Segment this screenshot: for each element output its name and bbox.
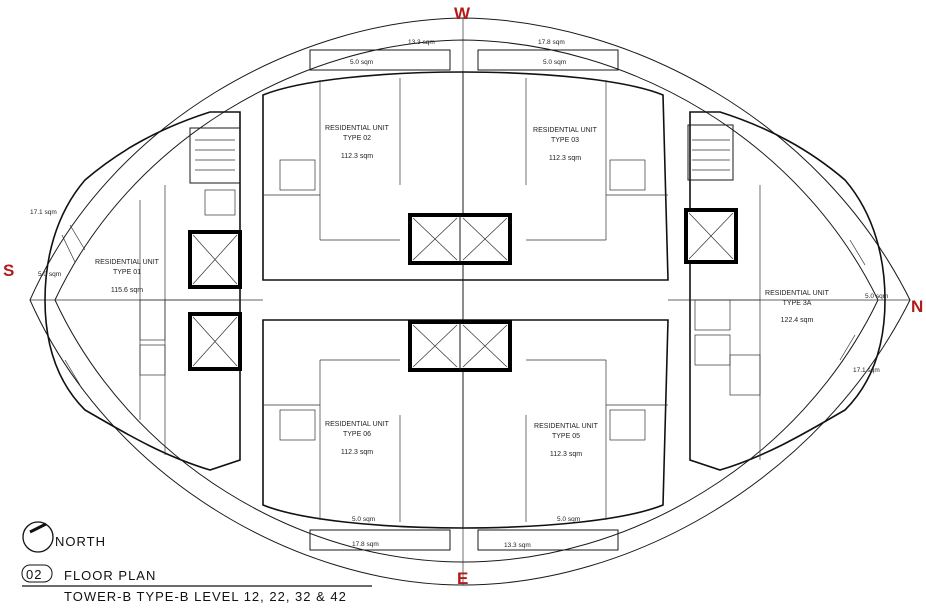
drawing-title: FLOOR PLAN	[64, 568, 156, 583]
balcony-area-east-inner: 5.0 sqm	[865, 293, 888, 300]
north-arrow-pointer	[29, 522, 47, 534]
compass-north: N	[911, 297, 923, 316]
unit-label-type-05: RESIDENTIAL UNIT TYPE 05 112.3 sqm	[534, 423, 599, 458]
balcony-labels: 13.3 sqm 5.0 sqm 17.8 sqm 5.0 sqm 5.0 sq…	[30, 39, 888, 549]
unit-area: 112.3 sqm	[341, 153, 373, 160]
west-wing	[44, 111, 241, 471]
unit-type: TYPE 01	[113, 269, 141, 276]
compass-east: E	[457, 569, 468, 588]
balcony-area-bottom-left-inner: 5.0 sqm	[352, 516, 375, 523]
balcony-area-top-right-inner: 5.0 sqm	[543, 59, 566, 66]
drawing-number: 02	[26, 567, 42, 582]
unit-type: TYPE 06	[343, 431, 371, 438]
balcony-area-west-outer: 17.1 sqm	[30, 209, 57, 216]
unit-area: 122.4 sqm	[781, 317, 814, 324]
unit-area: 112.3 sqm	[341, 449, 373, 456]
compass-west: W	[454, 4, 471, 23]
balcony-area-top-left-inner: 5.0 sqm	[350, 59, 373, 66]
unit-label-type-3a: RESIDENTIAL UNIT TYPE 3A 122.4 sqm	[765, 290, 830, 324]
north-arrow-circle	[22, 521, 54, 553]
unit-name: RESIDENTIAL UNIT	[95, 259, 160, 266]
balcony-area-bottom-left-outer: 17.8 sqm	[352, 541, 379, 548]
balcony-area-bottom-right-outer: 13.3 sqm	[504, 542, 531, 549]
unit-label-type-06: RESIDENTIAL UNIT TYPE 06 112.3 sqm	[325, 421, 390, 456]
unit-label-type-01: RESIDENTIAL UNIT TYPE 01 115.6 sqm	[95, 259, 160, 294]
unit-name: RESIDENTIAL UNIT	[765, 290, 830, 297]
drawing-number-badge	[21, 564, 53, 583]
unit-name: RESIDENTIAL UNIT	[325, 125, 390, 132]
unit-label-type-03: RESIDENTIAL UNIT TYPE 03 112.3 sqm	[533, 127, 598, 162]
north-arrow: NORTH	[22, 521, 106, 553]
unit-name: RESIDENTIAL UNIT	[534, 423, 599, 430]
unit-label-type-02: RESIDENTIAL UNIT TYPE 02 112.3 sqm	[325, 125, 390, 160]
unit-type: TYPE 02	[343, 135, 371, 142]
unit-type: TYPE 3A	[783, 300, 812, 307]
compass-south: S	[3, 261, 14, 280]
drawing-subtitle: TOWER-B TYPE-B LEVEL 12, 22, 32 & 42	[64, 589, 347, 604]
unit-name: RESIDENTIAL UNIT	[533, 127, 598, 134]
north-label: NORTH	[55, 534, 106, 549]
building-outline	[29, 17, 911, 586]
title-block: 02 FLOOR PLAN TOWER-B TYPE-B LEVEL 12, 2…	[21, 564, 372, 604]
unit-type: TYPE 05	[552, 433, 580, 440]
unit-name: RESIDENTIAL UNIT	[325, 421, 390, 428]
unit-type: TYPE 03	[551, 137, 579, 144]
balcony-area-top-right-outer: 17.8 sqm	[538, 39, 565, 46]
unit-area: 112.3 sqm	[549, 155, 581, 162]
unit-area: 112.3 sqm	[550, 451, 582, 458]
east-wing	[687, 111, 886, 471]
balcony-area-west-inner: 5.0 sqm	[38, 271, 61, 278]
balcony-area-east-outer: 17.1 sqm	[853, 367, 880, 374]
balcony-area-bottom-right-inner: 5.0 sqm	[557, 516, 580, 523]
central-block	[262, 49, 669, 551]
unit-area: 115.6 sqm	[111, 287, 143, 294]
balcony-area-top-left-outer: 13.3 sqm	[408, 39, 435, 46]
